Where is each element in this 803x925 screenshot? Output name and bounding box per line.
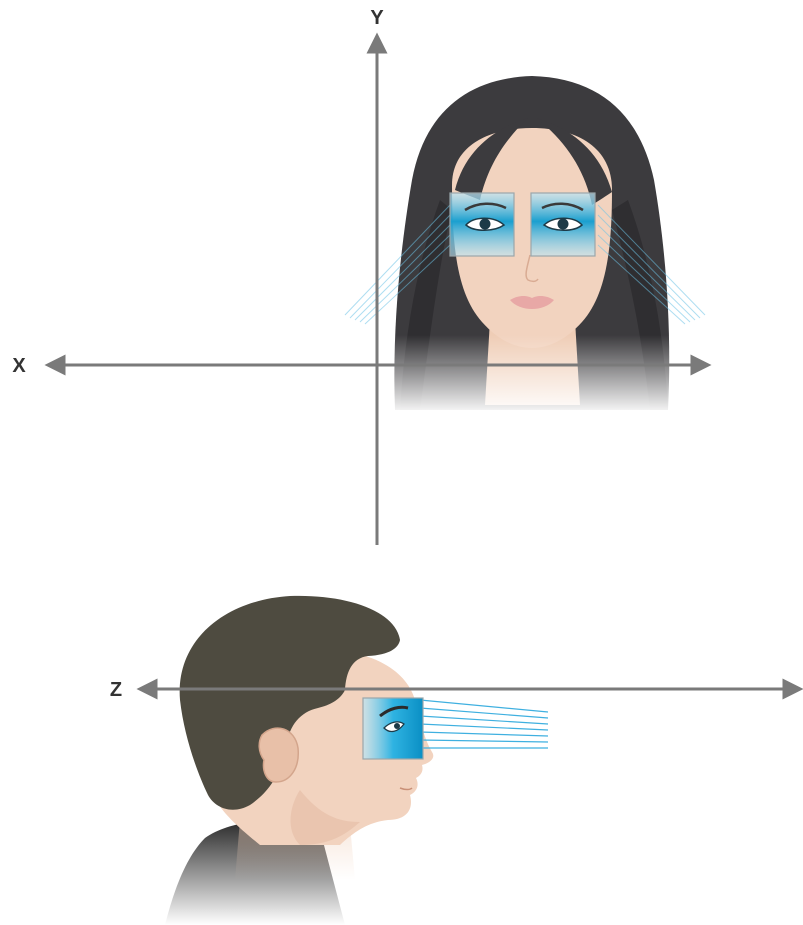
z-axis-label: Z bbox=[110, 679, 122, 701]
y-axis-label: Y bbox=[370, 7, 384, 29]
front-view: Y X bbox=[12, 7, 708, 545]
x-axis-label: X bbox=[12, 355, 26, 377]
side-view: Z bbox=[110, 596, 800, 925]
male-head-profile-icon bbox=[165, 596, 548, 925]
eye-tracking-zone-icon bbox=[363, 698, 423, 759]
